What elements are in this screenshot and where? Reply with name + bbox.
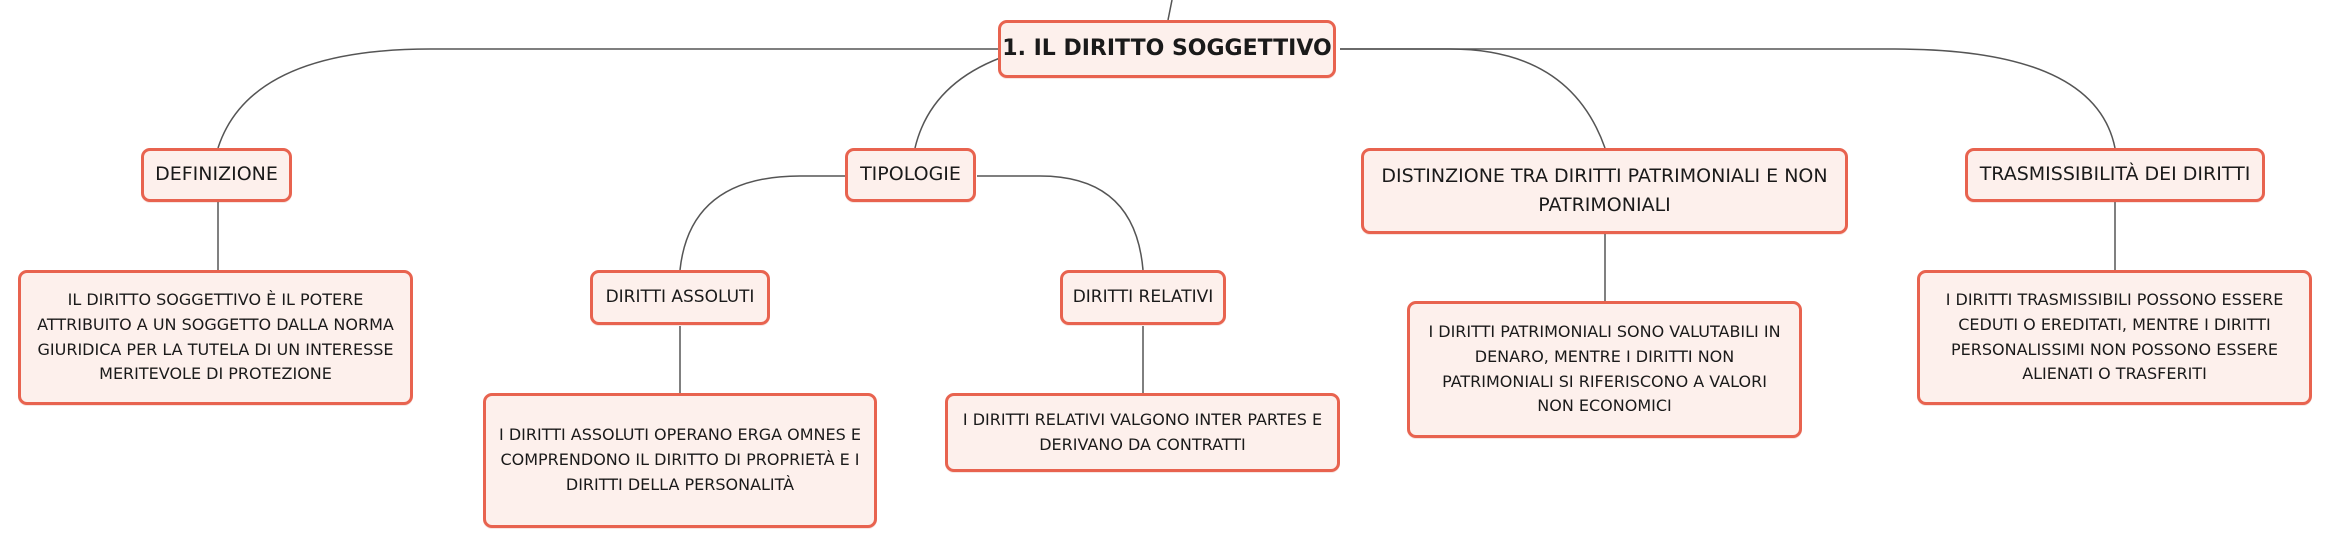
subtopic-diritti-assoluti[interactable]: DIRITTI ASSOLUTI <box>590 270 770 325</box>
subtopic-diritti-relativi[interactable]: DIRITTI RELATIVI <box>1060 270 1226 325</box>
topic-trasmissibilita[interactable]: TRASMISSIBILITÀ DEI DIRITTI <box>1965 148 2265 202</box>
root-node[interactable]: 1. IL DIRITTO SOGGETTIVO <box>998 20 1336 78</box>
topic-distinzione[interactable]: DISTINZIONE TRA DIRITTI PATRIMONIALI E N… <box>1361 148 1848 234</box>
leaf-trasmissibilita-text: I DIRITTI TRASMISSIBILI POSSONO ESSERE C… <box>1945 289 2284 384</box>
leaf-distinzione[interactable]: I DIRITTI PATRIMONIALI SONO VALUTABILI I… <box>1407 301 1802 438</box>
subtopic-diritti-assoluti-label: DIRITTI ASSOLUTI <box>605 287 755 308</box>
subtopic-diritti-relativi-label: DIRITTI RELATIVI <box>1072 287 1214 308</box>
topic-trasmissibilita-label: TRASMISSIBILITÀ DEI DIRITTI <box>1979 163 2251 186</box>
topic-distinzione-label: DISTINZIONE TRA DIRITTI PATRIMONIALI E N… <box>1381 164 1828 216</box>
connector-root-distinzione <box>1340 48 1606 149</box>
root-label: 1. IL DIRITTO SOGGETTIVO <box>1002 35 1332 61</box>
topic-tipologie[interactable]: TIPOLOGIE <box>845 148 976 202</box>
leaf-definizione-text: IL DIRITTO SOGGETTIVO È IL POTERE ATTRIB… <box>37 289 394 384</box>
leaf-trasmissibilita[interactable]: I DIRITTI TRASMISSIBILI POSSONO ESSERE C… <box>1917 270 2312 405</box>
connector-tipologie-relativi <box>977 175 1144 271</box>
topic-definizione-label: DEFINIZIONE <box>155 163 278 186</box>
topic-definizione[interactable]: DEFINIZIONE <box>141 148 292 202</box>
leaf-diritti-assoluti-text: I DIRITTI ASSOLUTI OPERANO ERGA OMNES E … <box>499 425 861 494</box>
connector-root-incoming <box>1167 0 1173 21</box>
leaf-diritti-relativi-text: I DIRITTI RELATIVI VALGONO INTER PARTES … <box>962 409 1323 454</box>
leaf-definizione[interactable]: IL DIRITTO SOGGETTIVO È IL POTERE ATTRIB… <box>18 270 413 405</box>
leaf-diritti-relativi[interactable]: I DIRITTI RELATIVI VALGONO INTER PARTES … <box>945 393 1340 472</box>
leaf-diritti-assoluti[interactable]: I DIRITTI ASSOLUTI OPERANO ERGA OMNES E … <box>483 393 877 528</box>
leaf-distinzione-text: I DIRITTI PATRIMONIALI SONO VALUTABILI I… <box>1428 321 1781 416</box>
connector-root-definizione <box>217 48 1000 149</box>
topic-tipologie-label: TIPOLOGIE <box>860 163 961 186</box>
connector-root-trasmissibilita <box>1340 48 2116 149</box>
connector-root-tipologie <box>914 57 1001 149</box>
connector-tipologie-assoluti <box>679 175 850 271</box>
